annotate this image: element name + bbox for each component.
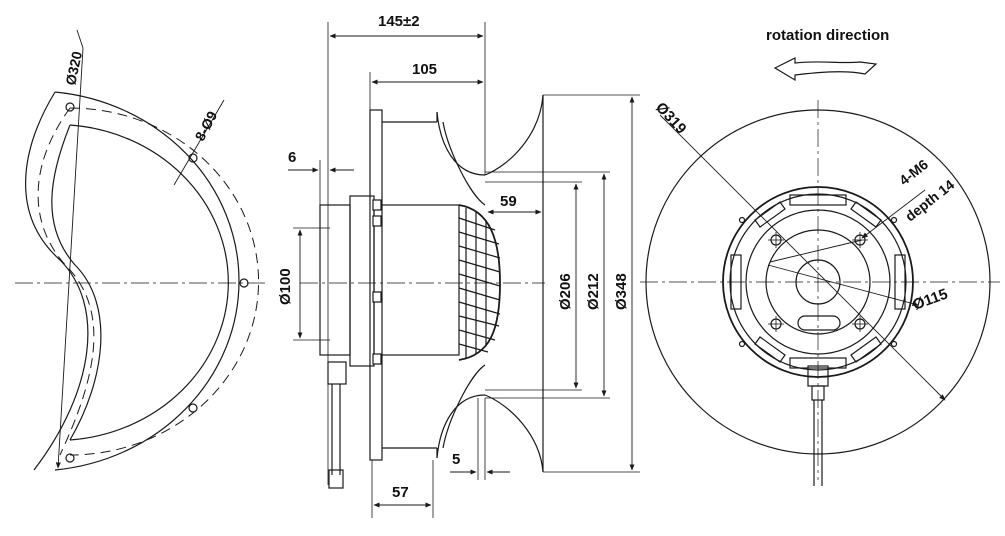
bolt-hole [188,403,198,413]
overall-depth-label: 145±2 [378,13,420,30]
dia-206-label: Ø206 [557,273,574,310]
front-view [640,100,1000,486]
dia-212-label: Ø212 [585,273,602,310]
dia-115-label: Ø115 [911,286,951,314]
gap-5-label: 5 [452,451,460,468]
left-view-flange [15,29,265,471]
dia-100-label: Ø100 [277,268,294,305]
dia-320-label: Ø320 [62,50,85,87]
flange-6-label: 6 [288,149,296,166]
bolt-hole [65,453,75,463]
depth-59-label: 59 [500,193,517,210]
rotation-arrow-icon [773,57,878,82]
side-view [288,22,640,518]
rim-segments [730,194,906,369]
dia-319-label: Ø319 [652,99,689,137]
dia-348-label: Ø348 [613,273,630,310]
bolt-hole [65,102,75,112]
rotation-direction-title: rotation direction [766,27,889,44]
depth-105-label: 105 [412,61,437,78]
depth-57-label: 57 [392,484,409,501]
bolt-hole [239,278,249,288]
bolt-hole [188,153,198,163]
thread-label: 4-M6 [896,156,931,188]
